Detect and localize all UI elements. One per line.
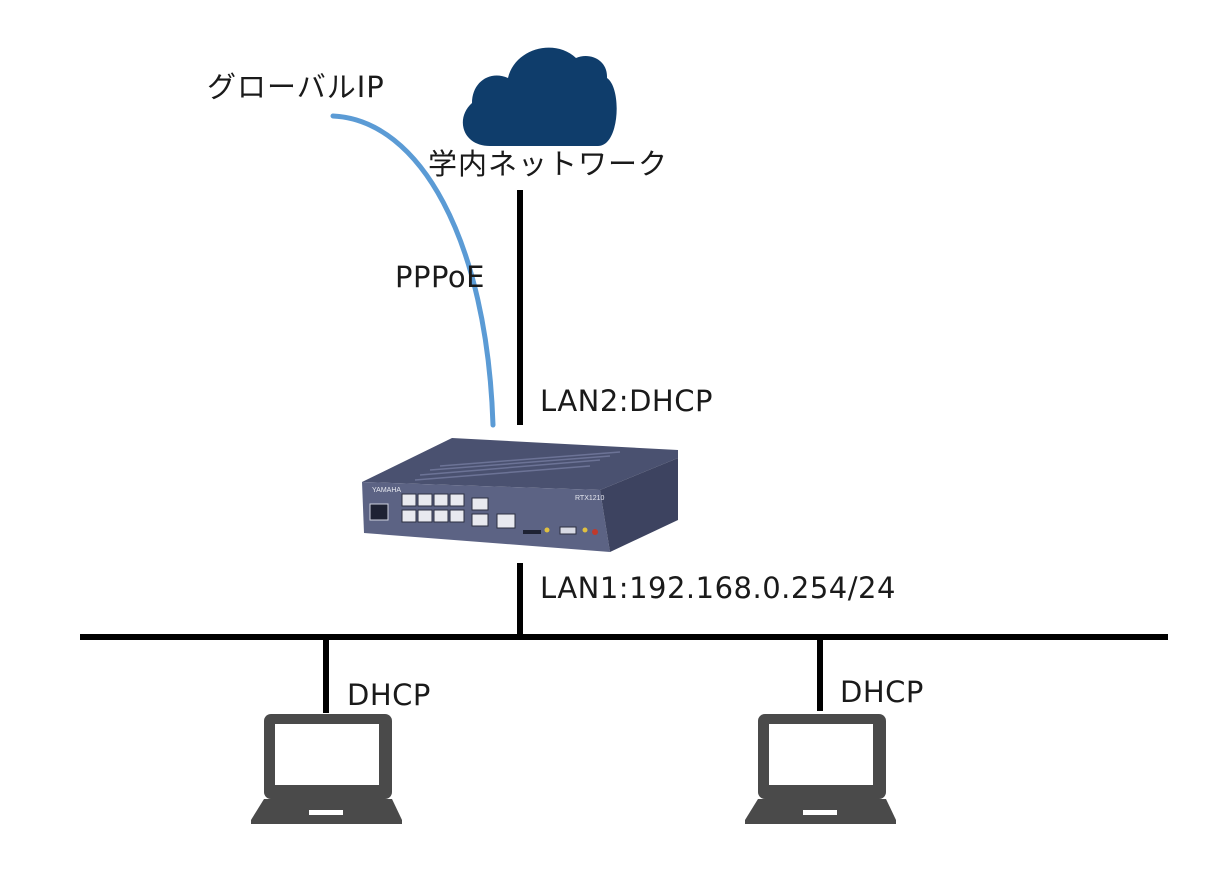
laptop-icon: [251, 714, 402, 824]
router-icon: YAMAHA RTX1210: [362, 438, 678, 552]
router-model: RTX1210: [575, 495, 605, 502]
lan2-label: LAN2:DHCP: [540, 384, 713, 418]
dhcp-label-right: DHCP: [840, 675, 924, 709]
laptop-icon: [745, 714, 896, 824]
router-brand: YAMAHA: [372, 487, 401, 494]
cloud-icon: [462, 47, 617, 146]
pppoe-label: PPPoE: [395, 260, 485, 294]
global-ip-label: グローバルIP: [207, 70, 385, 104]
pppoe-link: [330, 113, 496, 428]
lan1-label: LAN1:192.168.0.254/24: [540, 571, 896, 605]
campus-network-label: 学内ネットワーク: [428, 147, 669, 181]
dhcp-label-left: DHCP: [347, 678, 431, 712]
